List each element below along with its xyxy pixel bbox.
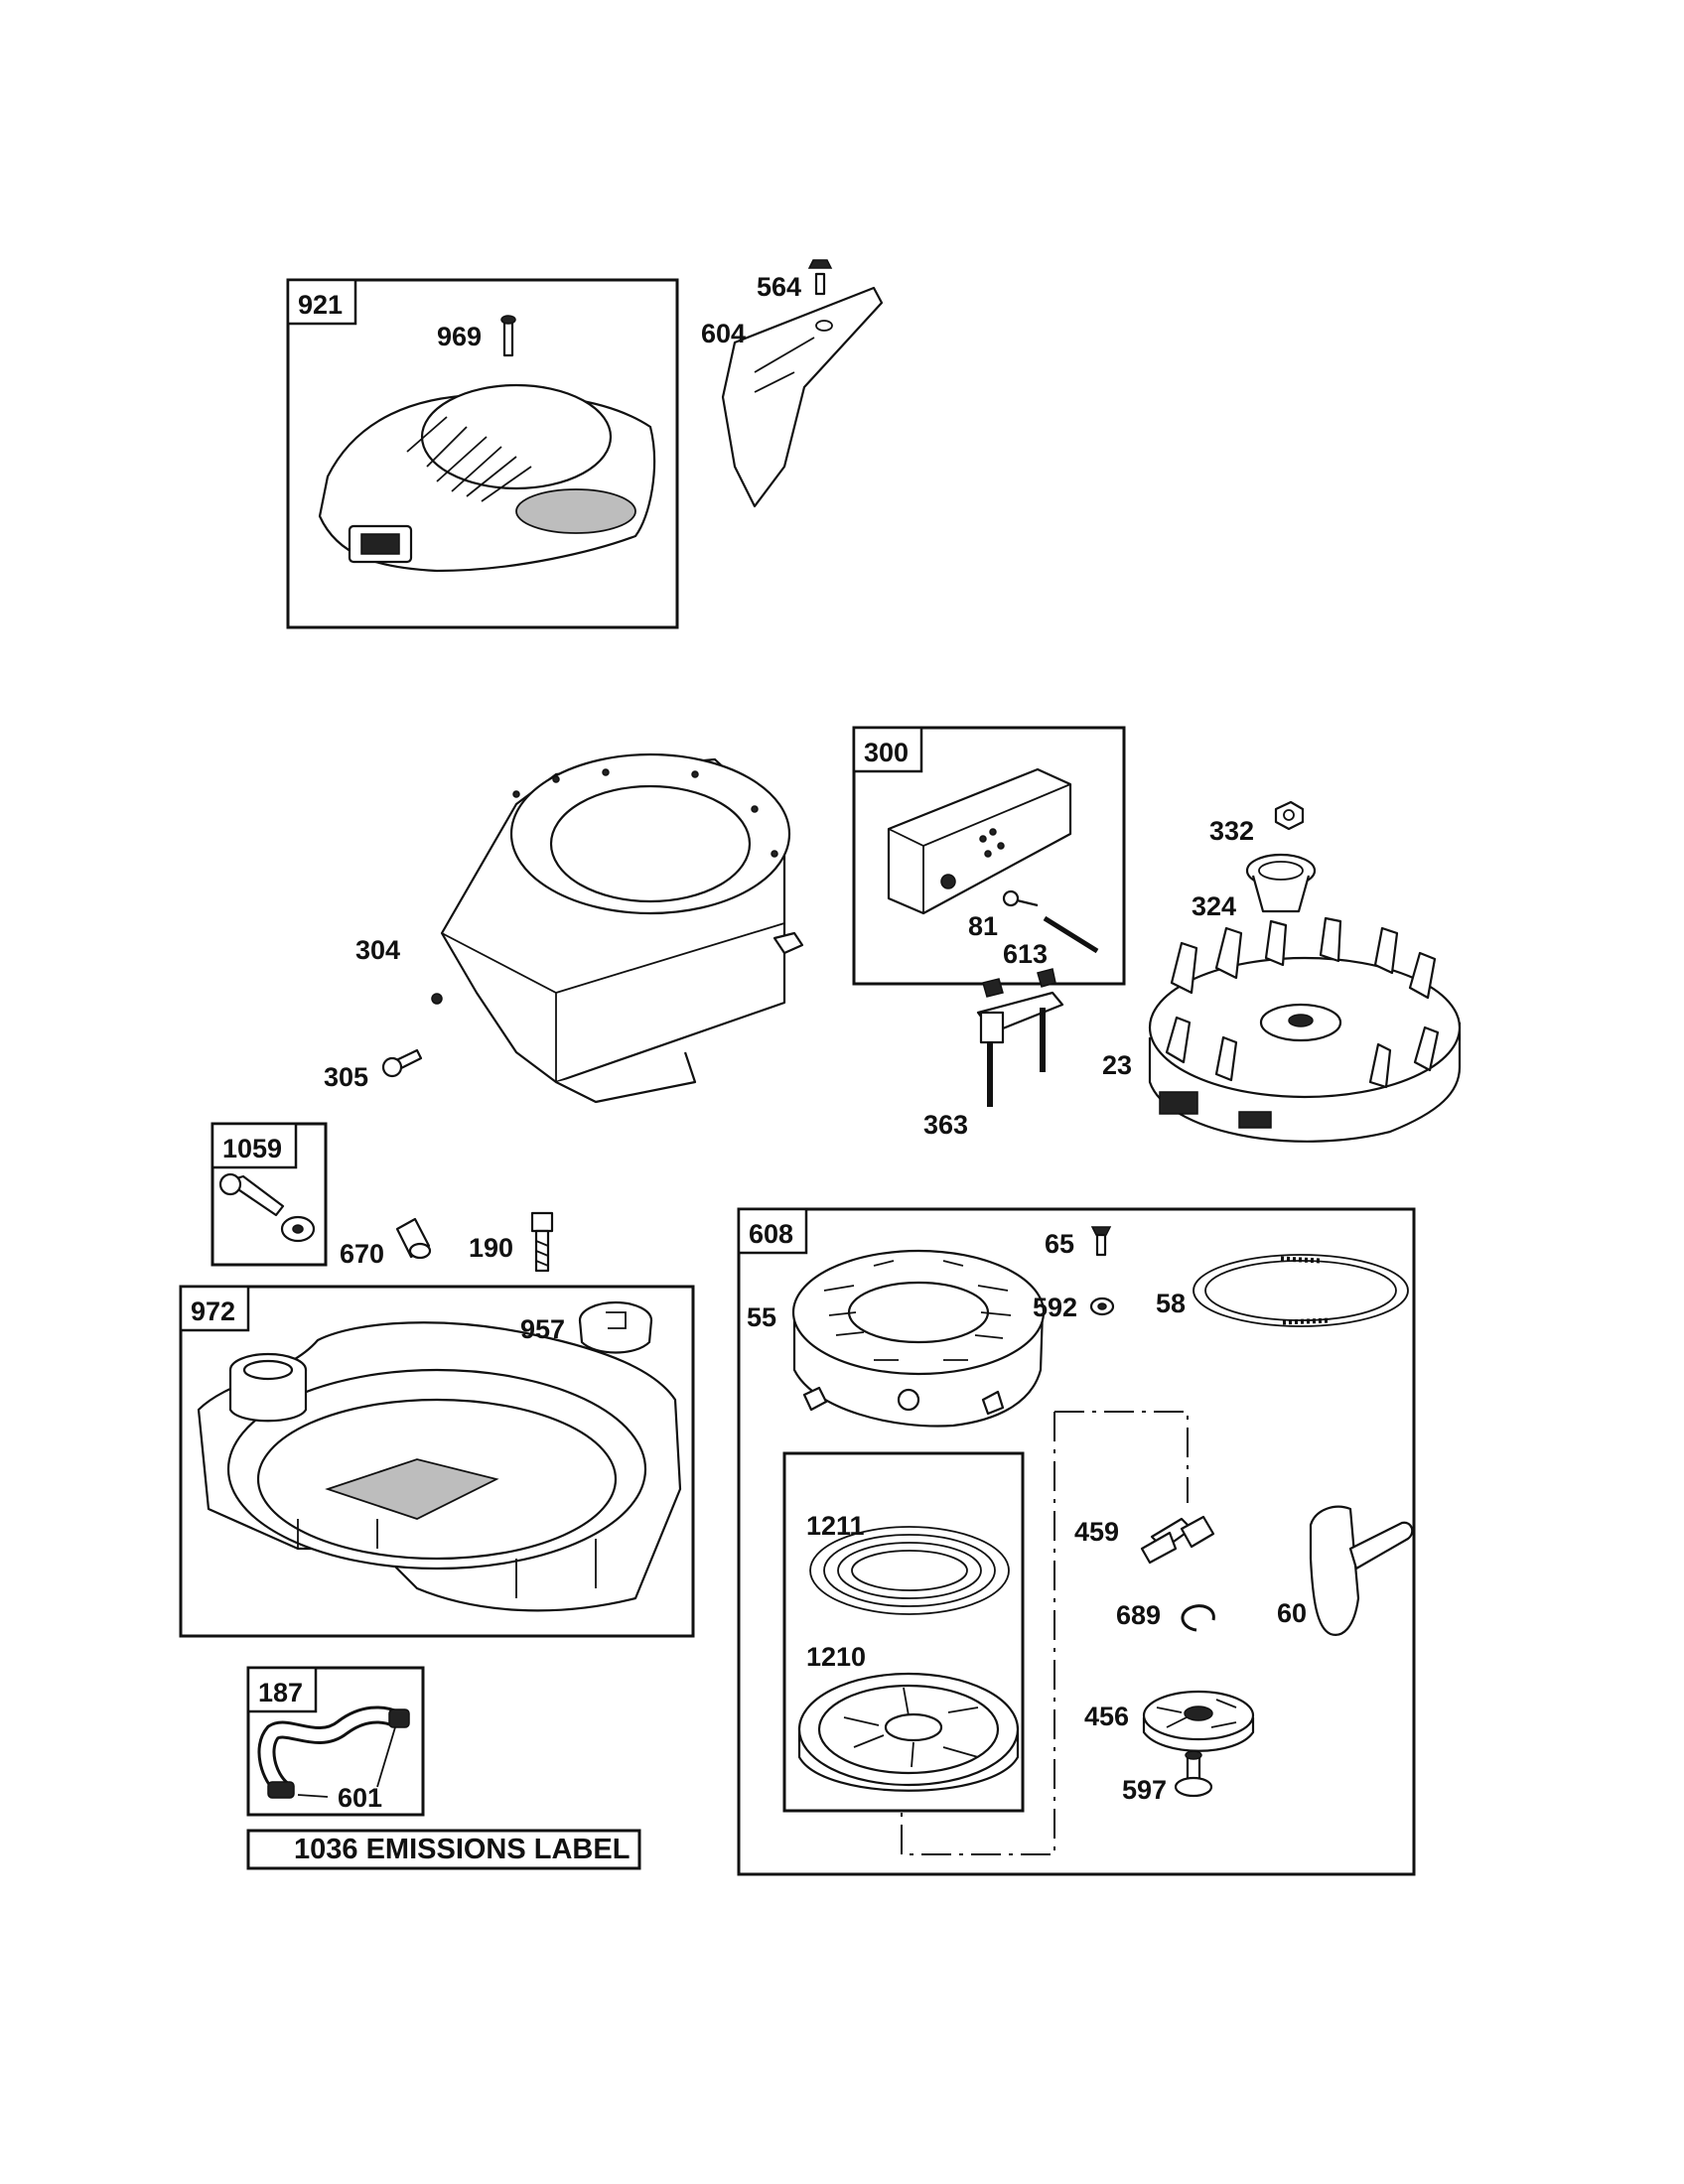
label-459: 459 [1074, 1517, 1119, 1547]
pulley-subassembly-frame [782, 1451, 1025, 1813]
assembly-300: 300 [852, 726, 1126, 986]
pawl-459 [1140, 1515, 1215, 1565]
bolt-part [218, 1172, 285, 1217]
label-58: 58 [1156, 1289, 1186, 1318]
assembly-1059: 1059 [210, 1122, 328, 1267]
tank-part [197, 1321, 682, 1612]
assembly-608-tag [737, 1207, 808, 1255]
assembly-608: 608 55 65 592 58 [737, 1207, 1416, 1876]
cover-part [318, 383, 656, 573]
label-23: 23 [1102, 1050, 1132, 1080]
baffle-604 [721, 286, 884, 508]
assembly-608-frame [737, 1207, 1416, 1876]
muffler-part [887, 767, 1072, 915]
pulley-1210 [797, 1672, 1020, 1792]
label-597: 597 [1122, 1775, 1167, 1805]
assembly-187-tag [246, 1666, 318, 1713]
label-60: 60 [1277, 1598, 1307, 1628]
label-957: 957 [520, 1314, 565, 1344]
assembly-972-number: 972 [191, 1297, 235, 1326]
spacer-670 [395, 1217, 432, 1260]
label-304: 304 [355, 935, 400, 965]
blower-housing-304 [431, 752, 804, 1104]
spring-58 [1193, 1254, 1409, 1327]
recoil-spring-1211 [809, 1526, 1010, 1615]
assembly-972-frame [179, 1285, 695, 1638]
assembly-972-tag [179, 1285, 250, 1332]
assembly-921-number: 921 [298, 290, 343, 320]
emissions-label-text: 1036 EMISSIONS LABEL [294, 1834, 630, 1865]
assembly-921: 921 969 [286, 278, 679, 629]
label-190: 190 [469, 1233, 513, 1263]
assembly-300-tag [852, 726, 923, 773]
assembly-187: 187 [246, 1666, 425, 1817]
screw-597 [1174, 1750, 1213, 1798]
flywheel-23 [1148, 916, 1462, 1143]
label-55: 55 [747, 1302, 776, 1332]
label-305: 305 [324, 1062, 368, 1092]
label-324: 324 [1192, 891, 1236, 921]
label-604: 604 [701, 319, 746, 348]
nut-332 [1274, 800, 1305, 831]
assembly-921-tag [286, 278, 357, 326]
label-1210: 1210 [806, 1642, 866, 1672]
label-1211: 1211 [806, 1511, 865, 1541]
label-592: 592 [1033, 1293, 1077, 1322]
ratchet-456 [1142, 1690, 1255, 1752]
pawl-leader-line [1054, 1411, 1189, 1503]
bracket-363 [976, 968, 1064, 1107]
bolt-81 [1002, 889, 1039, 907]
emissions-label-frame [246, 1829, 641, 1870]
cup-324 [1245, 853, 1317, 913]
emissions-label-box: 1036 EMISSIONS LABEL [246, 1829, 641, 1870]
label-65: 65 [1045, 1229, 1074, 1259]
retainer-689 [1181, 1604, 1215, 1632]
assembly-1059-number: 1059 [222, 1134, 282, 1163]
assembly-972: 972 [179, 1285, 695, 1638]
screw-305 [381, 1048, 423, 1078]
washer-part [280, 1215, 316, 1243]
label-969: 969 [437, 322, 482, 351]
fuel-line-part [257, 1706, 410, 1799]
assembly-leader-line [901, 1412, 1055, 1855]
bolt-969 [500, 315, 516, 357]
label-670: 670 [340, 1239, 384, 1269]
label-564: 564 [757, 272, 801, 302]
stud-613 [1043, 915, 1099, 954]
assembly-1059-tag [210, 1122, 298, 1169]
assembly-608-number: 608 [749, 1219, 793, 1249]
label-689: 689 [1116, 1600, 1161, 1630]
nut-592 [1089, 1297, 1115, 1316]
label-332: 332 [1209, 816, 1254, 846]
stud-190 [530, 1211, 554, 1273]
assembly-187-frame [246, 1666, 425, 1817]
screw-564 [807, 259, 833, 296]
handle-60 [1309, 1505, 1414, 1636]
assembly-300-number: 300 [864, 738, 909, 767]
assembly-921-frame [286, 278, 679, 629]
assembly-187-number: 187 [258, 1678, 303, 1707]
label-363: 363 [923, 1110, 968, 1140]
screw-65 [1090, 1226, 1112, 1257]
label-613: 613 [1003, 939, 1048, 969]
starter-housing-55 [791, 1249, 1046, 1428]
label-601: 601 [338, 1783, 382, 1813]
label-456: 456 [1084, 1702, 1129, 1731]
fuel-cap-957 [578, 1300, 653, 1354]
label-81: 81 [968, 911, 998, 941]
